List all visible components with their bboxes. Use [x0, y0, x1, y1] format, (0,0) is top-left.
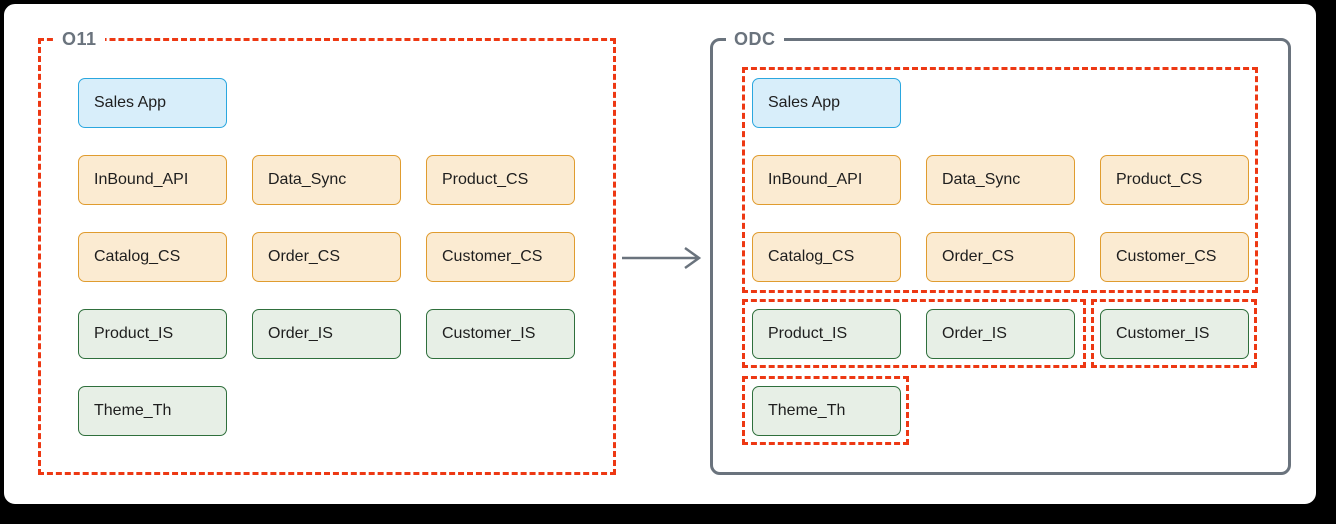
odc-node-order-is: Order_IS	[926, 309, 1075, 359]
o11-label: O11	[54, 27, 105, 51]
odc-node-customer-cs: Customer_CS	[1100, 232, 1249, 282]
odc-group-sales-app-with-modules	[742, 67, 1258, 293]
o11-node-customer-cs: Customer_CS	[426, 232, 575, 282]
odc-node-product-cs: Product_CS	[1100, 155, 1249, 205]
odc-group-product-order-islands	[742, 299, 1086, 368]
o11-node-order-cs: Order_CS	[252, 232, 401, 282]
odc-node-theme-th: Theme_Th	[752, 386, 901, 436]
odc-group-customer-island	[1091, 299, 1257, 368]
odc-node-order-cs: Order_CS	[926, 232, 1075, 282]
o11-container: O11	[38, 27, 616, 475]
odc-node-product-is: Product_IS	[752, 309, 901, 359]
odc-container: ODC	[710, 27, 1291, 475]
o11-node-customer-is: Customer_IS	[426, 309, 575, 359]
odc-node-customer-is: Customer_IS	[1100, 309, 1249, 359]
o11-node-sales-app: Sales App	[78, 78, 227, 128]
odc-label: ODC	[726, 27, 784, 51]
migration-arrow-icon	[619, 243, 707, 273]
o11-node-catalog-cs: Catalog_CS	[78, 232, 227, 282]
odc-node-catalog-cs: Catalog_CS	[752, 232, 901, 282]
o11-node-order-is: Order_IS	[252, 309, 401, 359]
o11-node-product-cs: Product_CS	[426, 155, 575, 205]
o11-node-inbound-api: InBound_API	[78, 155, 227, 205]
odc-group-theme	[742, 376, 909, 445]
odc-node-inbound-api: InBound_API	[752, 155, 901, 205]
odc-node-sales-app: Sales App	[752, 78, 901, 128]
o11-node-data-sync: Data_Sync	[252, 155, 401, 205]
odc-node-data-sync: Data_Sync	[926, 155, 1075, 205]
o11-node-theme-th: Theme_Th	[78, 386, 227, 436]
o11-node-product-is: Product_IS	[78, 309, 227, 359]
